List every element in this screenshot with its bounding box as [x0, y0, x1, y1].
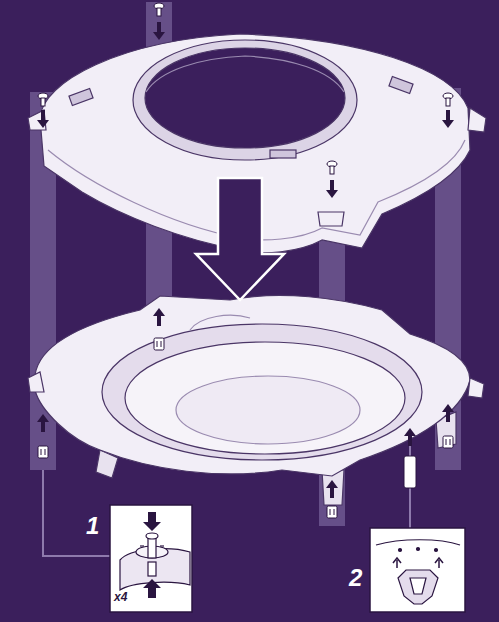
callout-number: 1 [86, 514, 99, 538]
callout-number: 2 [349, 566, 362, 590]
quantity-label: x4 [114, 591, 127, 603]
